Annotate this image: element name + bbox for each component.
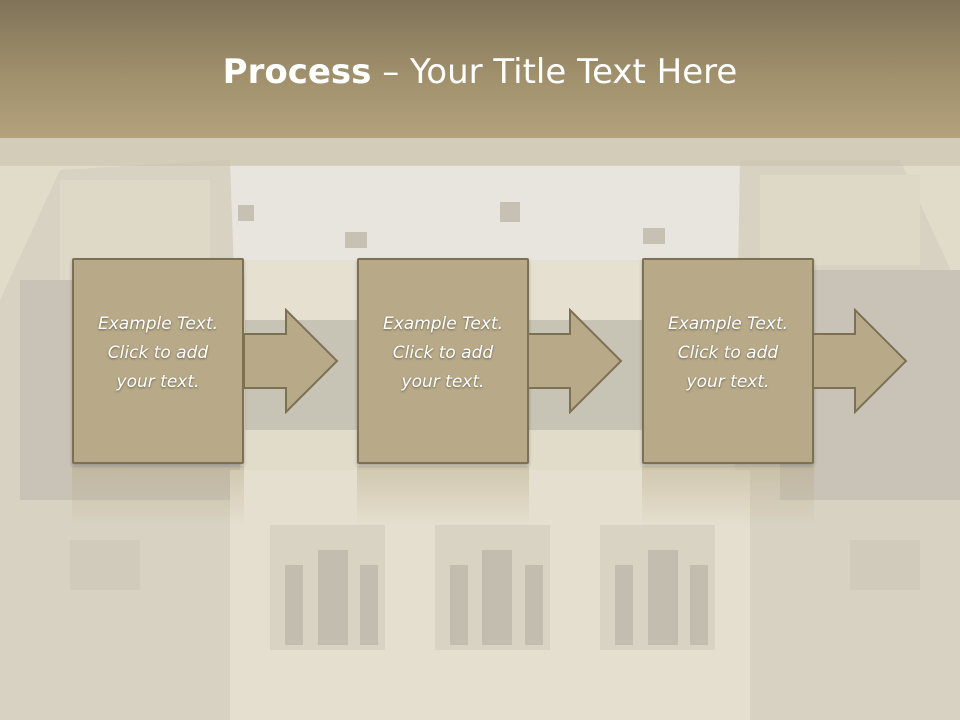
step-1-reflection bbox=[72, 466, 244, 526]
step-2-text[interactable]: Example Text. Click to add your text. bbox=[359, 310, 527, 397]
title-dash: – bbox=[371, 52, 411, 92]
step-text-line: Click to add bbox=[677, 343, 779, 363]
process-step-3[interactable]: Example Text. Click to add your text. bbox=[642, 258, 814, 464]
step-3-text[interactable]: Example Text. Click to add your text. bbox=[644, 310, 812, 397]
title-bar bbox=[0, 0, 960, 138]
process-step-1[interactable]: Example Text. Click to add your text. bbox=[72, 258, 244, 464]
process-step-2[interactable]: Example Text. Click to add your text. bbox=[357, 258, 529, 464]
step-text-line: Example Text. bbox=[382, 314, 504, 334]
step-text-line: Click to add bbox=[107, 343, 209, 363]
step-2-reflection bbox=[357, 466, 529, 526]
slide-title[interactable]: Process – Your Title Text Here bbox=[0, 52, 960, 92]
step-text-line: Example Text. bbox=[97, 314, 219, 334]
step-1-text[interactable]: Example Text. Click to add your text. bbox=[74, 310, 242, 397]
step-3-reflection bbox=[642, 466, 814, 526]
step-text-line: Example Text. bbox=[667, 314, 789, 334]
right-arrow-icon bbox=[528, 308, 623, 414]
title-bold-part: Process bbox=[222, 52, 372, 92]
step-text-line: your text. bbox=[686, 372, 770, 392]
title-shadow-band bbox=[0, 138, 960, 166]
right-arrow-icon bbox=[244, 308, 339, 414]
step-text-line: your text. bbox=[401, 372, 485, 392]
right-arrow-icon bbox=[813, 308, 908, 414]
step-text-line: Click to add bbox=[392, 343, 494, 363]
title-rest: Your Title Text Here bbox=[410, 52, 738, 92]
step-text-line: your text. bbox=[116, 372, 200, 392]
